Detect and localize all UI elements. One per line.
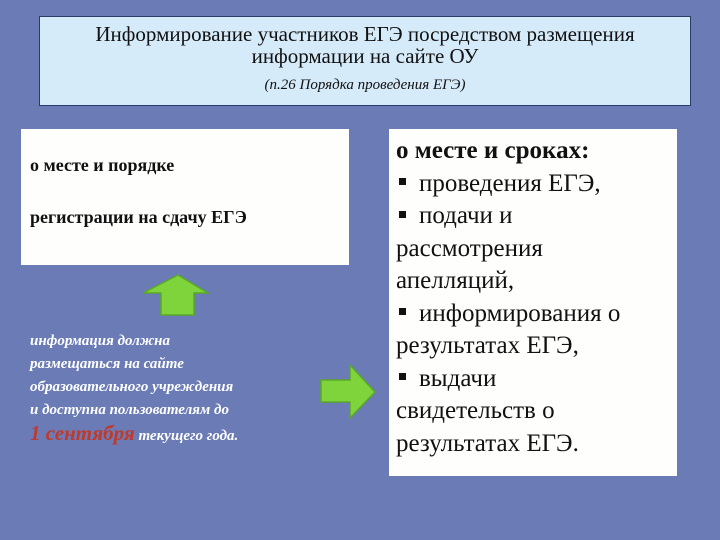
list-item-cont: результатах ЕГЭ. (396, 429, 579, 457)
square-bullet-icon (399, 210, 406, 218)
header-title: Информирование участников ЕГЭ посредство… (40, 23, 690, 67)
square-bullet-icon (399, 373, 406, 381)
note-line-last: 1 сентября текущего года. (30, 422, 320, 448)
note-text: информация должна размещаться на сайте о… (30, 330, 320, 448)
arrow-right-icon (320, 363, 377, 420)
list-item: проведения ЕГЭ, (396, 168, 671, 201)
square-bullet-icon (399, 178, 406, 186)
deadline-date: 1 сентября (30, 421, 135, 445)
list-item-cont: апелляций, (396, 267, 515, 294)
square-bullet-icon (399, 308, 406, 316)
schedule-title: о месте и сроках: (396, 137, 590, 164)
note-tail: текущего года. (134, 428, 239, 444)
note-line: и доступна пользователям до (30, 402, 229, 418)
registration-box: о месте и порядке регистрации на сдачу Е… (21, 129, 349, 265)
note-line: информация должна (30, 333, 170, 349)
list-item-cont: результатах ЕГЭ, (396, 332, 579, 359)
schedule-box: о месте и сроках: проведения ЕГЭ, подачи… (389, 129, 677, 476)
list-item: подачи и (396, 200, 671, 233)
list-item: информирования о (396, 298, 671, 331)
registration-line2: регистрации на сдачу ЕГЭ (30, 207, 247, 227)
note-line: образовательного учреждения (30, 379, 234, 395)
list-item-cont: рассмотрения (396, 234, 543, 262)
list-item: выдачи (396, 363, 671, 396)
header-title-line1: Информирование участников ЕГЭ посредство… (95, 22, 635, 46)
arrow-up-icon (142, 274, 211, 316)
header-box: Информирование участников ЕГЭ посредство… (39, 16, 691, 106)
header-subtitle: (п.26 Порядка проведения ЕГЭ) (264, 77, 466, 93)
registration-line1: о месте и порядке (30, 155, 175, 175)
header-title-line2: информации на сайте ОУ (251, 44, 479, 68)
list-item-cont: свидетельств о (396, 397, 555, 424)
note-line: размещаться на сайте (30, 356, 184, 372)
